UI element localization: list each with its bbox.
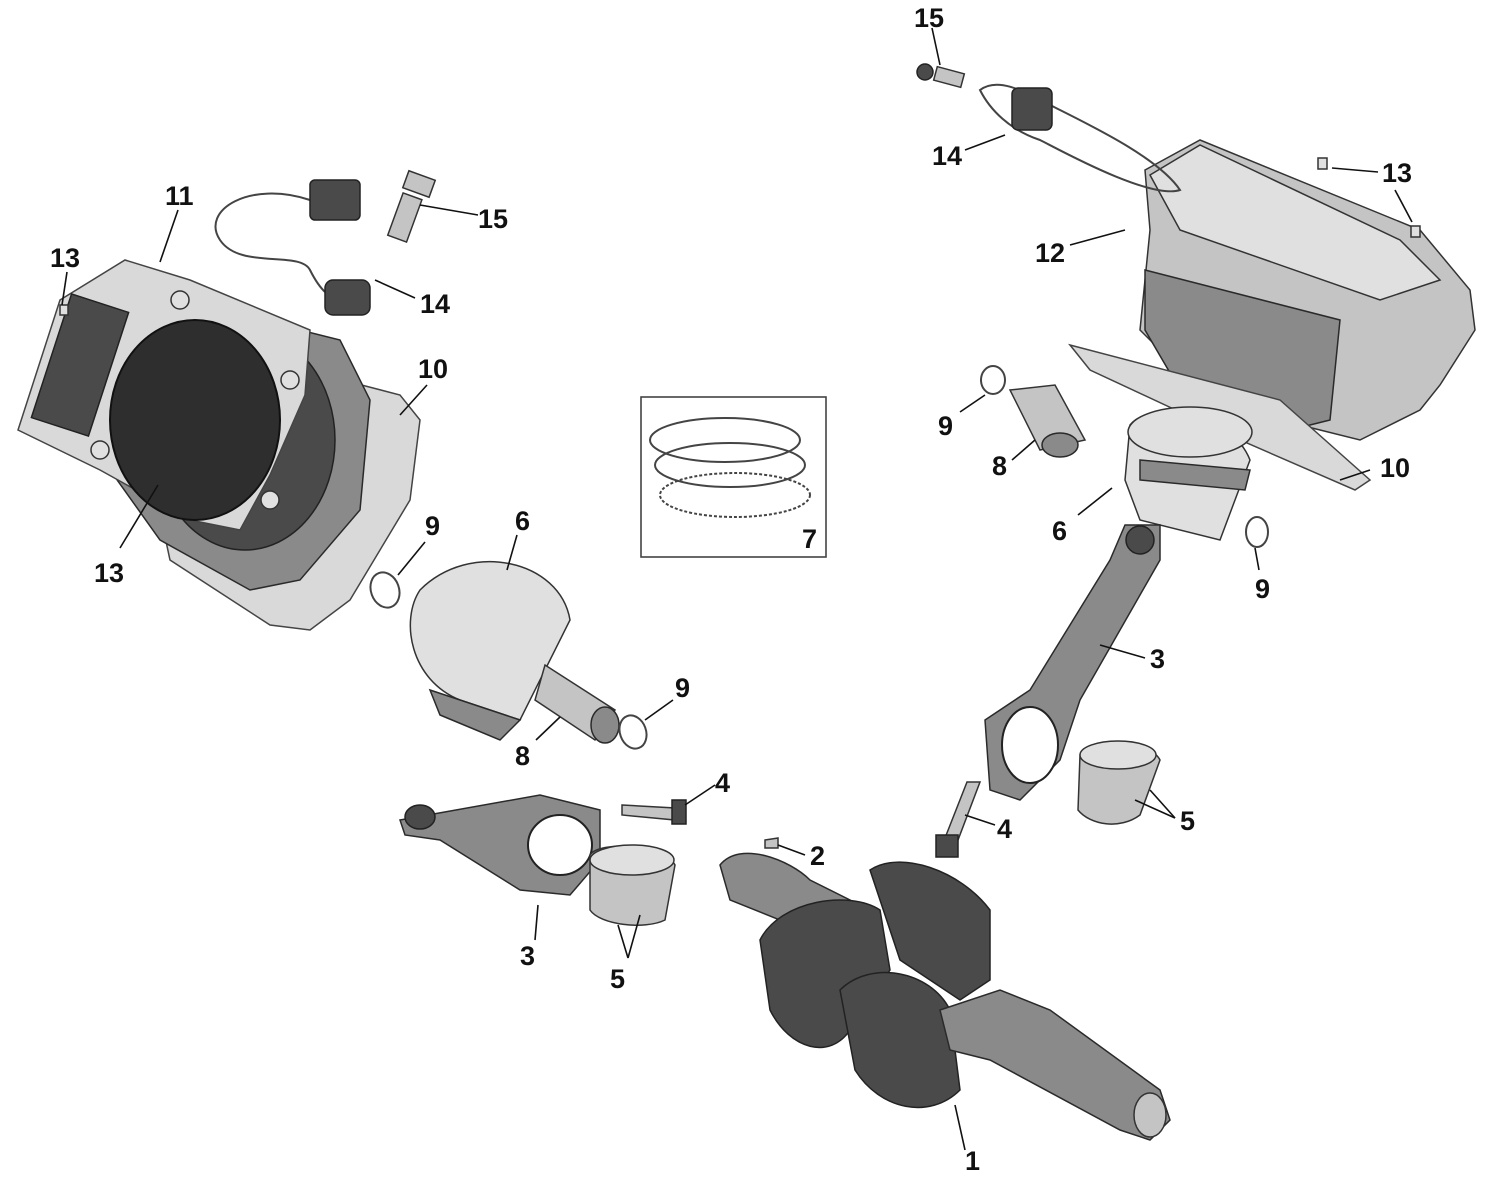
callout-11: 11: [165, 181, 194, 211]
right-sensor-bolt-15: [916, 63, 966, 89]
callout-14-left: 14: [420, 289, 450, 319]
right-piston-6: [1124, 406, 1253, 541]
left-bearing-5: [589, 844, 676, 926]
callout-9-left-b: 9: [675, 673, 690, 703]
callout-10-left: 10: [418, 354, 448, 384]
right-cylinder-12: [1139, 139, 1476, 441]
callout-14-right: 14: [932, 141, 962, 171]
callout-9-right-a: 9: [938, 411, 953, 441]
woodruff-key-2: [764, 837, 779, 849]
right-circlip-9a: [980, 365, 1006, 395]
callout-6-left: 6: [515, 506, 530, 536]
callout-13-right: 13: [1382, 158, 1412, 188]
callout-8-right: 8: [992, 451, 1007, 481]
callout-3-right: 3: [1150, 644, 1165, 674]
callout-10-right: 10: [1380, 453, 1410, 483]
callout-4-right: 4: [997, 814, 1012, 844]
left-cylinder-head-gasket-11: [17, 259, 311, 531]
callout-8-left: 8: [515, 741, 530, 771]
callout-7: 7: [802, 524, 817, 554]
right-knock-sensor-14: [978, 83, 1182, 193]
left-circlip-9a: [369, 571, 401, 609]
left-knock-sensor-14: [214, 179, 371, 316]
left-dowel-pin-13: [59, 304, 69, 316]
callout-9-left-a: 9: [425, 511, 440, 541]
callout-labels: 1 2 3 3 4 4 5 5 6 6 7 8 8 9 9 9 9 10 10 …: [50, 3, 1412, 1176]
right-bearing-5: [1077, 740, 1161, 825]
callout-13-left-b: 13: [94, 558, 124, 588]
left-piston-pin-8: [534, 663, 620, 744]
left-circlip-9b: [618, 714, 648, 750]
callout-9-right-b: 9: [1255, 574, 1270, 604]
callout-5-right: 5: [1180, 806, 1195, 836]
callout-2: 2: [810, 841, 825, 871]
left-conrod-bolt-4: [621, 799, 687, 825]
callout-15-left: 15: [478, 204, 508, 234]
leader-lines: [61, 27, 1413, 1151]
callout-5-left: 5: [610, 964, 625, 994]
left-sensor-bolt-15: [386, 169, 437, 243]
callout-15-right: 15: [914, 3, 944, 33]
right-conrod-bolt-4: [935, 781, 982, 858]
right-piston-pin-8: [1008, 384, 1087, 458]
callout-1: 1: [965, 1146, 980, 1176]
left-connecting-rod-3: [399, 794, 601, 896]
right-dowel-pin-13b: [1410, 225, 1421, 238]
crankshaft-1: [719, 852, 1171, 1141]
callout-12: 12: [1035, 238, 1065, 268]
callout-13-left-a: 13: [50, 243, 80, 273]
callout-6-right: 6: [1052, 516, 1067, 546]
right-dowel-pin-13a: [1317, 157, 1328, 170]
right-circlip-9b: [1245, 516, 1269, 548]
piston-ring-kit-box-7: [640, 396, 827, 558]
right-connecting-rod-3: [984, 524, 1161, 801]
callout-4-left: 4: [715, 768, 730, 798]
left-piston-6: [409, 560, 571, 741]
callout-3-left: 3: [520, 941, 535, 971]
